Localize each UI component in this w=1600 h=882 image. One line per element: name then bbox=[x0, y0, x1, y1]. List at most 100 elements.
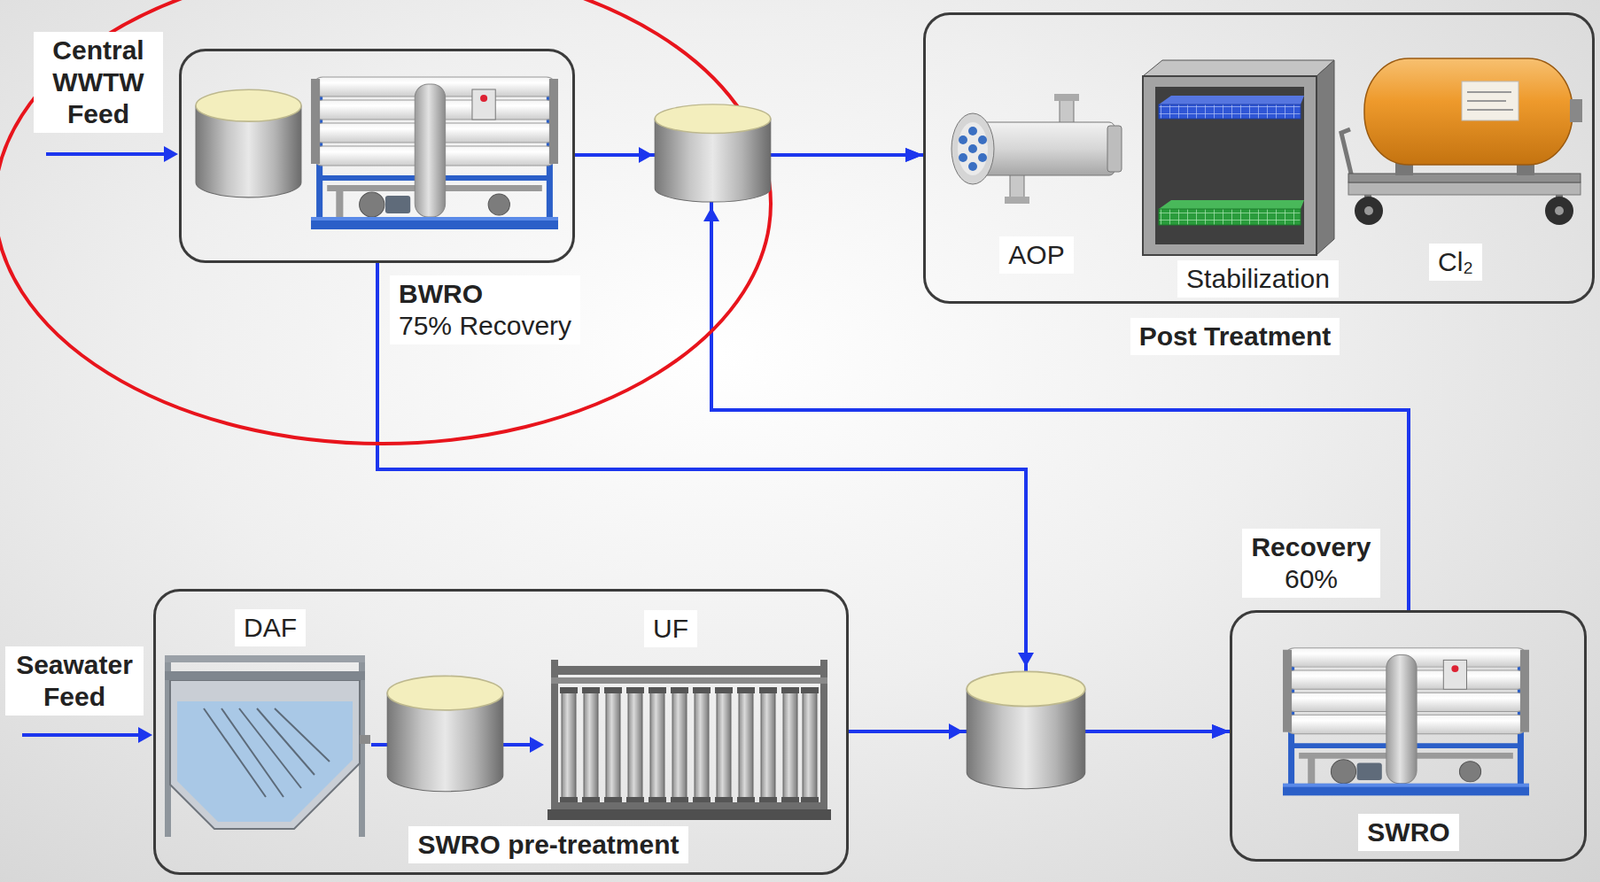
feed-line bbox=[22, 733, 140, 738]
frame-post bbox=[164, 655, 171, 838]
cart-frame bbox=[1348, 173, 1581, 183]
cart-leg bbox=[1555, 193, 1563, 206]
water-zone bbox=[177, 701, 353, 823]
frame-post bbox=[820, 660, 828, 820]
process-box: Recovery60%SWRO bbox=[1229, 610, 1587, 863]
outlet-pipe bbox=[359, 735, 371, 745]
process-box: Post TreatmentAOPStabilizationCl₂ bbox=[923, 12, 1595, 304]
membrane-module bbox=[714, 687, 733, 804]
arrow-head bbox=[529, 737, 544, 754]
membrane-rack bbox=[547, 660, 832, 821]
tray-top bbox=[1158, 200, 1305, 210]
cart-platform bbox=[1348, 182, 1581, 195]
node-label: AOP bbox=[1008, 239, 1065, 272]
cylinder-valve bbox=[1569, 99, 1583, 123]
label-patch: Recovery60% bbox=[1242, 528, 1380, 599]
basin-interior bbox=[1155, 86, 1305, 245]
node-label: SWRO bbox=[1366, 816, 1450, 849]
skimmer-rail bbox=[164, 671, 366, 681]
arrow-head bbox=[163, 146, 179, 163]
connector-group bbox=[377, 155, 1409, 732]
saddle bbox=[1395, 159, 1414, 176]
membrane-module bbox=[648, 687, 667, 804]
lamp-port bbox=[958, 153, 968, 163]
rack-base bbox=[547, 809, 832, 821]
lamp-port bbox=[968, 162, 978, 171]
node-label: Stabilization bbox=[1186, 263, 1330, 296]
lamella-plates bbox=[203, 708, 330, 798]
node-label: Cl₂ bbox=[1437, 246, 1474, 279]
membrane-module bbox=[692, 687, 711, 804]
arrow-head bbox=[948, 723, 964, 740]
process-box: SWRO pre-treatment DAF UF bbox=[153, 589, 849, 876]
lamp-port bbox=[978, 135, 987, 145]
wheel bbox=[1354, 196, 1383, 226]
storage-tank bbox=[387, 675, 504, 792]
membrane-module bbox=[781, 687, 800, 804]
label-patch: Cl₂ bbox=[1429, 243, 1483, 281]
node-label: 75% Recovery bbox=[398, 310, 572, 342]
nozzle bbox=[1059, 99, 1074, 125]
reactor-face bbox=[957, 122, 988, 176]
equipment-item: DAF bbox=[158, 607, 372, 839]
lamp-port bbox=[968, 144, 978, 154]
flow-line bbox=[371, 743, 390, 747]
ro-skid bbox=[310, 77, 559, 230]
equipment-item: Stabilization bbox=[1133, 54, 1345, 302]
reactor-cap bbox=[1107, 125, 1122, 172]
basin-wall bbox=[1142, 76, 1317, 256]
node-label: SWRO pre-treatment bbox=[417, 829, 679, 862]
node-label: BWRO bbox=[398, 278, 572, 311]
arrow-head bbox=[638, 147, 653, 164]
uv-reactor bbox=[951, 93, 1122, 204]
label-patch: UF bbox=[644, 610, 698, 648]
storage-tank bbox=[966, 671, 1085, 789]
reactor-flange bbox=[951, 113, 995, 185]
flow-line bbox=[848, 730, 1230, 734]
node-label: Post Treatment bbox=[1139, 320, 1332, 353]
cylinder-sticker bbox=[1461, 81, 1519, 121]
label-patch: SWRO pre-treatment bbox=[408, 826, 688, 864]
underdrain-grid bbox=[1158, 209, 1301, 226]
flow-line bbox=[377, 263, 1230, 732]
basin-side bbox=[1316, 60, 1335, 256]
reactor-body bbox=[972, 122, 1115, 176]
cart-leg bbox=[1364, 193, 1372, 206]
node-label: Recovery bbox=[1250, 531, 1371, 564]
label-patch: DAF bbox=[234, 609, 306, 647]
frame-post bbox=[551, 660, 559, 820]
frame-post bbox=[358, 655, 366, 838]
membrane-module bbox=[800, 687, 819, 804]
arrow-head bbox=[703, 207, 720, 222]
wheel-hub bbox=[1554, 206, 1564, 216]
saddle bbox=[1516, 159, 1535, 176]
cart-handle bbox=[1341, 129, 1352, 178]
feed-label: Seawater Feed bbox=[5, 646, 144, 716]
bottom-manifold bbox=[551, 802, 828, 810]
header-pipe bbox=[551, 677, 828, 684]
basin-top bbox=[1142, 60, 1335, 77]
ro-skid bbox=[1282, 648, 1530, 797]
feed-line bbox=[46, 152, 167, 156]
membrane-module bbox=[604, 687, 622, 804]
label-patch: Stabilization bbox=[1177, 260, 1339, 298]
flotation-tank bbox=[170, 680, 360, 830]
node-label: UF bbox=[652, 613, 689, 645]
top-rail bbox=[164, 655, 366, 663]
lamp-port bbox=[968, 126, 978, 136]
label-patch: AOP bbox=[999, 236, 1073, 274]
equipment-item: UF bbox=[545, 607, 832, 830]
wheel-hub bbox=[1364, 206, 1374, 216]
tray-top bbox=[1158, 95, 1305, 105]
feed-label: Central WWTW Feed bbox=[33, 31, 164, 133]
flow-line bbox=[574, 153, 924, 157]
label-patch: BWRO75% Recovery bbox=[389, 275, 581, 345]
contact-basin bbox=[1142, 60, 1335, 256]
lamp-port bbox=[958, 135, 968, 145]
wheel bbox=[1545, 196, 1574, 226]
membrane-module bbox=[759, 687, 777, 804]
